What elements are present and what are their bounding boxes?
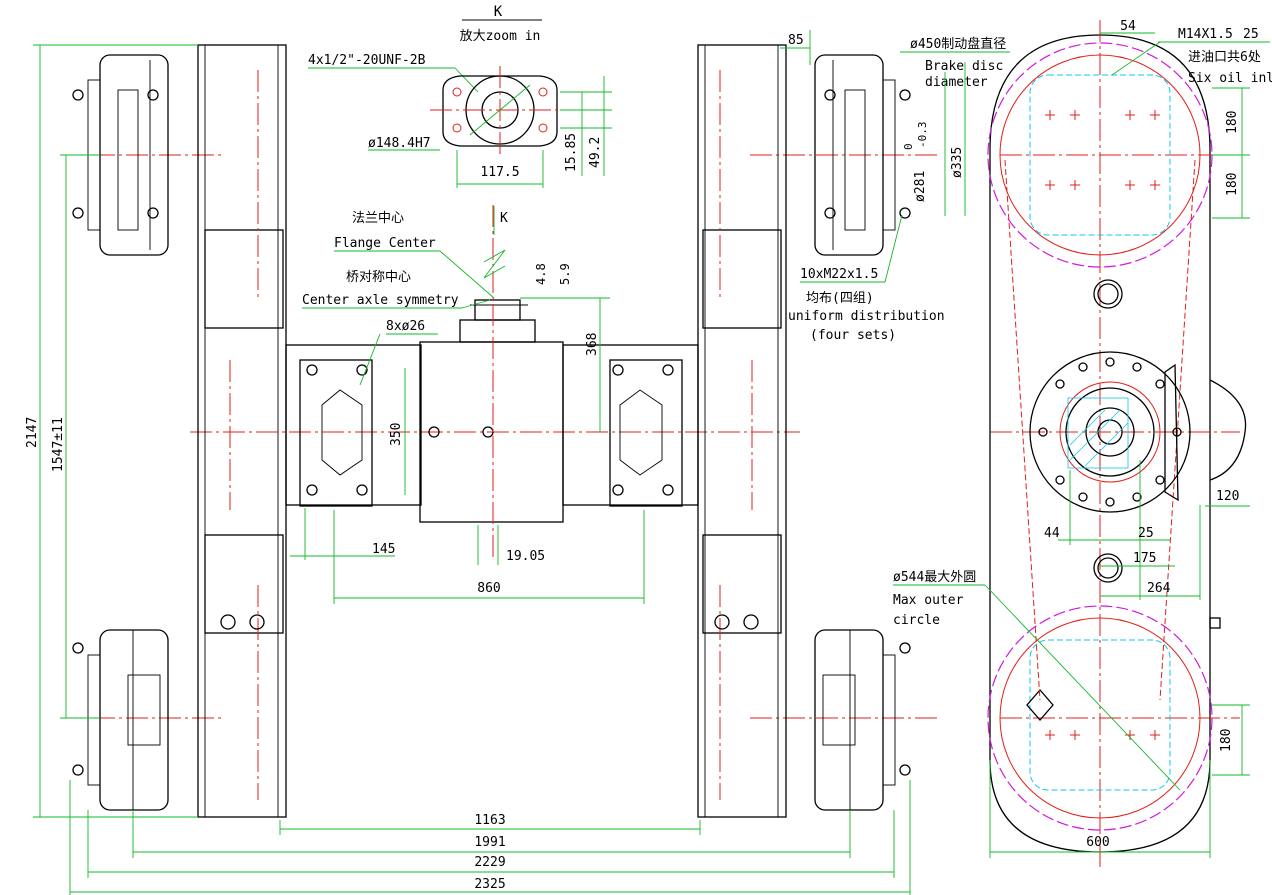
oil-cn: 进油口共6处 xyxy=(1188,50,1261,65)
zoom-dim-width: 117.5 xyxy=(480,165,519,180)
flange-center-cn: 法兰中心 xyxy=(352,211,404,226)
dim-tol-0: 0 xyxy=(902,143,915,150)
dim-2229: 2229 xyxy=(474,855,505,870)
dim-1991: 1991 xyxy=(474,835,505,850)
dim-335: ø335 xyxy=(950,147,965,178)
brake-disc-en1: Brake disc xyxy=(925,59,1003,74)
right-wheel-hub xyxy=(697,44,787,818)
max-outer-cn: ø544最大外圆 xyxy=(893,570,976,585)
flange-zoom-drawing xyxy=(430,66,570,154)
dim-54: 54 xyxy=(1120,19,1136,34)
brake-caliper-bottom-right xyxy=(814,629,911,811)
dim-25: 25 xyxy=(1138,526,1154,541)
uniform-en1: uniform distribution xyxy=(788,309,945,324)
dim-2325: 2325 xyxy=(474,877,505,892)
brake-caliper-top-right xyxy=(814,54,911,256)
dim-180-b: 180 xyxy=(1225,173,1240,196)
max-outer-en2: circle xyxy=(893,613,940,628)
brake-disc-en2: diameter xyxy=(925,75,988,90)
zoom-dim-offset2: 49.2 xyxy=(588,137,603,168)
dim-368: 368 xyxy=(585,333,600,356)
uniform-cn: 均布(四组) xyxy=(806,291,874,306)
axle-housing xyxy=(285,344,699,507)
zoom-bore-note: ø148.4H7 xyxy=(368,136,431,151)
dim-350: 350 xyxy=(389,423,404,446)
dim-264: 264 xyxy=(1147,581,1171,596)
dim-tol-minus: -0.3 xyxy=(916,122,929,149)
differential-housing xyxy=(419,205,564,560)
brake-disc-cn: ø450制动盘直径 xyxy=(910,36,1006,52)
dim-281: ø281 xyxy=(913,171,928,202)
zoom-view-k: K 放大zoom in 4x1/2"-20UNF-2B ø148.4H7 117… xyxy=(308,4,612,188)
dim-2147: 2147 xyxy=(25,417,40,448)
dim-120: 120 xyxy=(1216,489,1239,504)
zoom-dim-offset1: 15.85 xyxy=(564,133,579,172)
zoom-view-letter: K xyxy=(494,4,503,20)
axle-sym-cn: 桥对称中心 xyxy=(346,270,411,285)
max-outer-en1: Max outer xyxy=(893,593,964,608)
front-view: 法兰中心 Flange Center 桥对称中心 Center axle sym… xyxy=(25,30,1010,895)
oil-note: M14X1.5 xyxy=(1178,27,1233,42)
axle-sym-en: Center axle symmetry xyxy=(302,293,459,308)
dim-5-9: 5.9 xyxy=(558,263,572,285)
oil-en: Six oil inlet xyxy=(1188,71,1272,86)
hub-flange xyxy=(1029,351,1247,513)
flange-center-en: Flange Center xyxy=(334,236,436,251)
k-view-arrow: K xyxy=(500,211,508,226)
bolts-note: 10xM22x1.5 xyxy=(800,267,878,282)
dim-600: 600 xyxy=(1086,835,1109,850)
dim-19-05: 19.05 xyxy=(506,549,545,564)
dim-44: 44 xyxy=(1044,526,1060,541)
brake-caliper-bottom-left xyxy=(72,629,169,811)
side-housing-outline xyxy=(989,34,1211,853)
oil-depth: 25 xyxy=(1243,27,1259,42)
zoom-view-caption: 放大zoom in xyxy=(460,29,541,44)
dim-1547: 1547±11 xyxy=(51,417,66,472)
dim-145: 145 xyxy=(372,542,395,557)
dim-175: 175 xyxy=(1133,551,1156,566)
side-view: 54 M14X1.5 25 进油口共6处 Six oil inlet 180 1… xyxy=(893,19,1272,870)
dim-85: 85 xyxy=(788,33,804,48)
dim-4-8: 4.8 xyxy=(534,263,548,285)
zoom-thread-note: 4x1/2"-20UNF-2B xyxy=(308,53,426,68)
dim-holes: 8xø26 xyxy=(386,319,425,334)
dim-180-c: 180 xyxy=(1219,729,1234,752)
uniform-en2: (four sets) xyxy=(810,328,896,343)
dim-180-a: 180 xyxy=(1225,111,1240,134)
dim-860: 860 xyxy=(477,581,500,596)
left-wheel-hub xyxy=(197,44,287,818)
dim-1163: 1163 xyxy=(474,813,505,828)
